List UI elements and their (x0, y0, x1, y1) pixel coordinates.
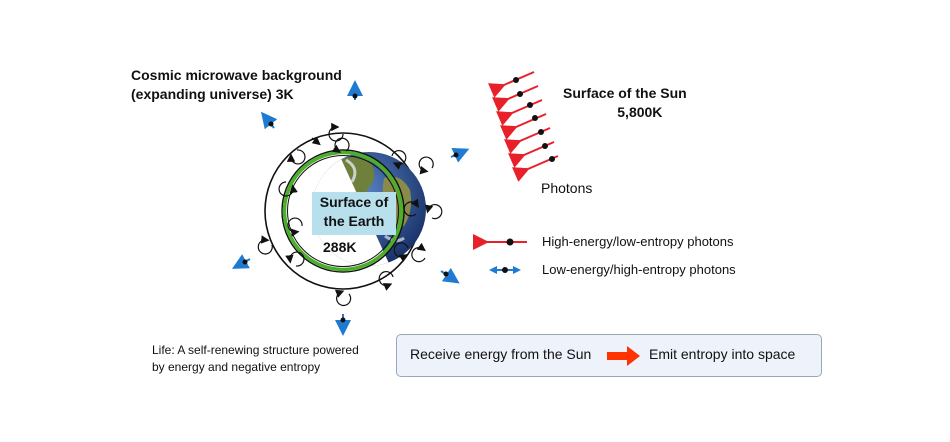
earth-line2: the Earth (323, 213, 385, 229)
flow-left-text: Receive energy from the Sun (410, 346, 592, 362)
low-photon-icon (450, 148, 470, 163)
high-photon-icon (495, 99, 543, 126)
cycle-arrow-icon (278, 181, 298, 197)
cmb-label: Cosmic microwave background (expanding u… (131, 66, 342, 104)
cmb-line2: (expanding universe) 3K (131, 86, 294, 102)
earth-label-box: Surface of the Earth (312, 192, 396, 235)
earth-inner-outline (287, 155, 399, 267)
legend-low-label: Low-energy/high-entropy photons (542, 262, 736, 277)
cycle-arrow-icon (334, 289, 352, 307)
emitted-photons (231, 80, 470, 336)
life-line2: by energy and negative entropy (152, 360, 321, 374)
high-photon-icon (491, 85, 539, 112)
low-photon-icon (440, 267, 460, 284)
cycle-arrow-icon (286, 149, 306, 165)
low-photon-icon (261, 111, 278, 130)
cycle-arrows (257, 122, 443, 307)
cycle-arrow-icon (393, 242, 409, 263)
cycle-arrow-icon (257, 235, 273, 255)
cycle-arrow-icon (285, 251, 305, 267)
life-line1: Life: A self-renewing structure powered (152, 343, 359, 357)
cycle-arrow-icon (391, 150, 407, 170)
cmb-line1: Cosmic microwave background (131, 67, 342, 83)
high-photon-icon (487, 71, 535, 98)
high-photon-icon (503, 127, 551, 154)
legend-high-label: High-energy/low-entropy photons (542, 234, 734, 249)
sun-label: Surface of the Sun 5,800K (563, 84, 687, 122)
high-photon-icon (511, 155, 559, 182)
green-ring (282, 150, 404, 272)
cycle-arrow-icon (418, 156, 434, 175)
energy-flow-box: Receive energy from the Sun Emit entropy… (396, 334, 822, 377)
legend-low-icon (489, 266, 521, 274)
cycle-arrow-icon (411, 242, 426, 263)
low-photon-icon (231, 254, 251, 269)
incoming-photons (487, 71, 559, 182)
earth-line1: Surface of (319, 194, 389, 210)
low-photon-icon (347, 80, 363, 100)
cycle-arrow-icon (425, 204, 443, 220)
high-photon-icon (499, 113, 547, 140)
cycle-arrow-icon (287, 217, 303, 237)
cycle-arrow-icon (378, 271, 394, 291)
life-caption: Life: A self-renewing structure powered … (152, 342, 359, 376)
earth-temperature: 288K (323, 239, 357, 255)
photons-label: Photons (541, 180, 593, 196)
flow-right-text: Emit entropy into space (649, 346, 796, 362)
cycle-arrow-icon (403, 198, 420, 217)
sun-line2: 5,800K (617, 104, 663, 120)
low-photon-icon (335, 314, 351, 336)
cycle-arrow-icon (331, 137, 350, 154)
high-photon-icon (507, 141, 555, 168)
sun-line1: Surface of the Sun (563, 85, 687, 101)
legend-high-icon (473, 234, 527, 250)
right-arrow-icon (607, 346, 640, 366)
